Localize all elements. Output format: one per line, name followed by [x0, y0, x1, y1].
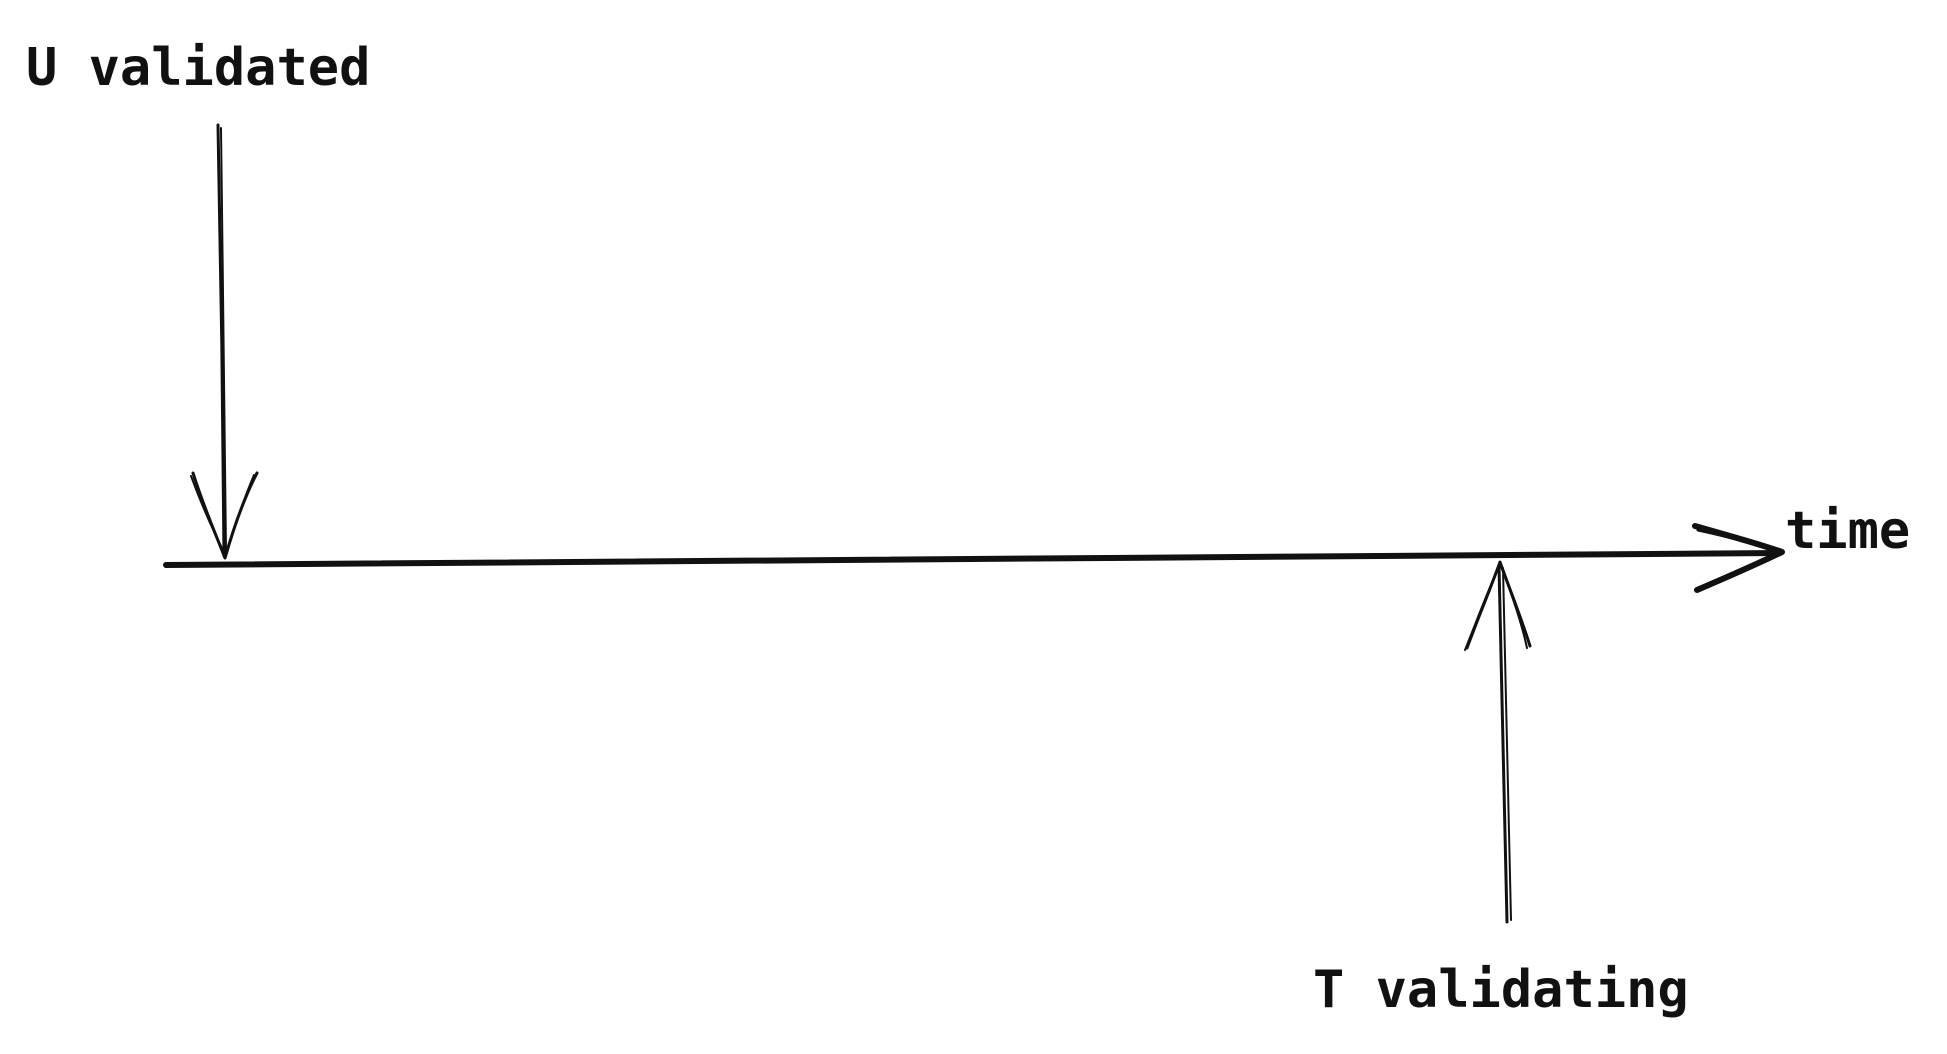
time-axis-line	[163, 550, 1783, 568]
u-validated-arrow-shaft	[216, 123, 226, 558]
t-validating-arrow-shaft	[1497, 564, 1509, 924]
t-validating-arrow-shaft-sketch	[1502, 567, 1512, 921]
time-axis-label: time	[1785, 501, 1911, 561]
time-axis-arrowhead-sketch	[1696, 528, 1782, 590]
u-validated-arrow-shaft-sketch	[220, 127, 227, 553]
u-validated-label: U validated	[26, 38, 371, 98]
t-validating-arrowhead-sketch	[1464, 563, 1528, 651]
u-validated-arrowhead-sketch	[190, 474, 255, 557]
t-validating-label: T validating	[1313, 960, 1689, 1020]
